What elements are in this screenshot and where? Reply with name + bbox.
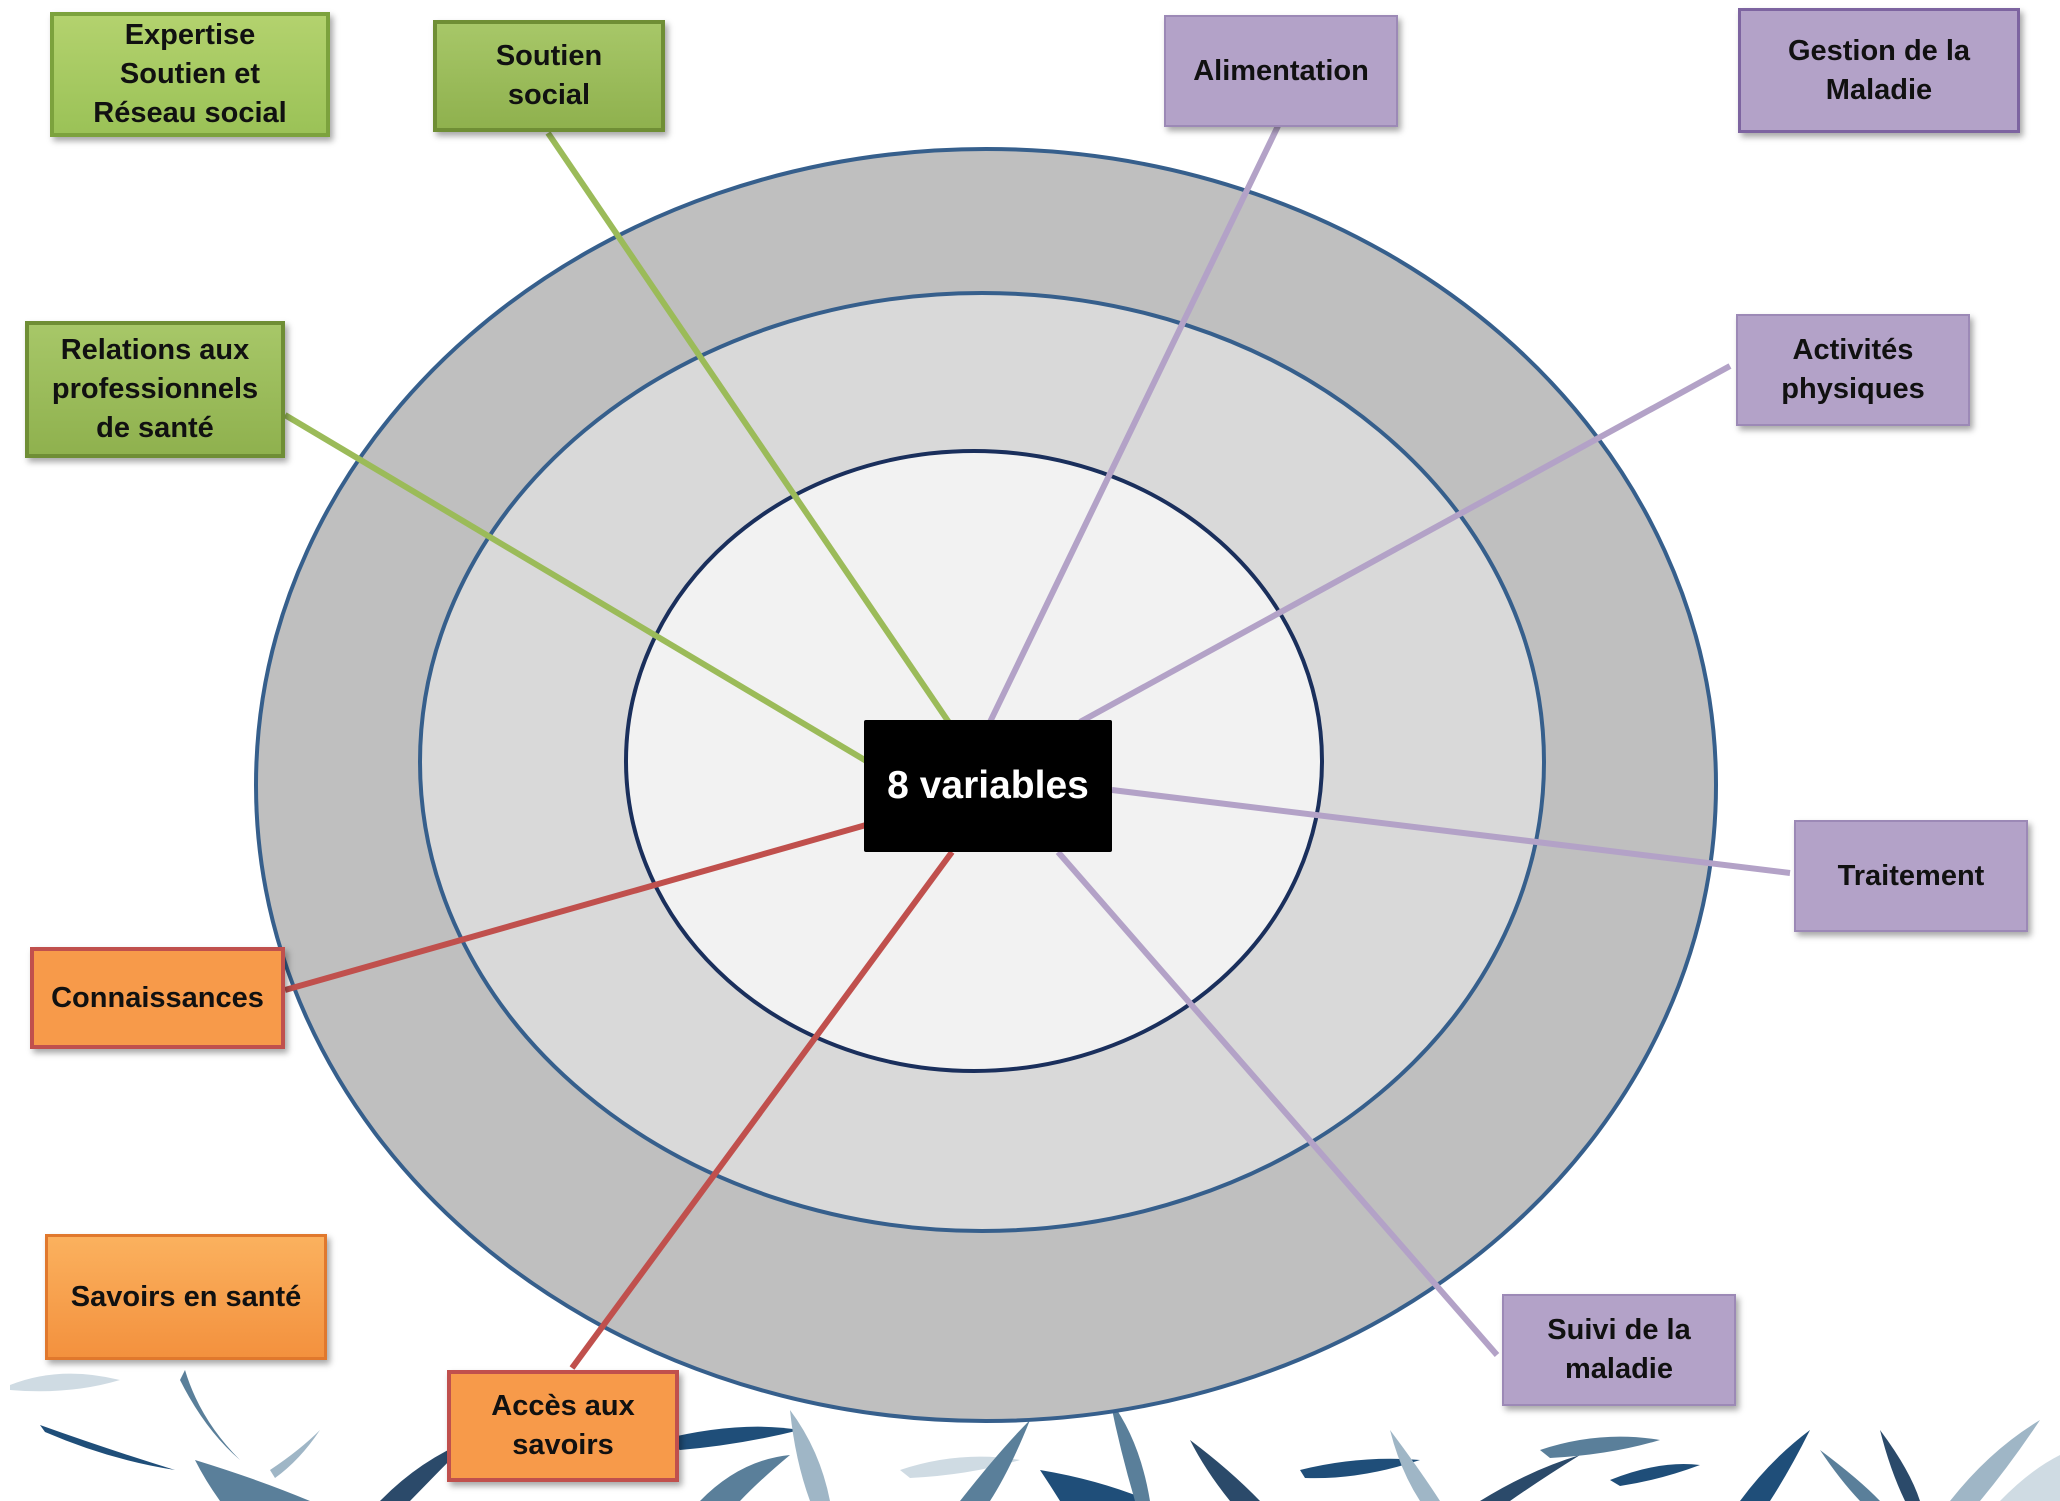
variable-connaissances: Connaissances [30, 947, 285, 1049]
category-gestion-maladie: Gestion de la Maladie [1738, 8, 2020, 133]
category-expertise-soutien: Expertise Soutien et Réseau social [50, 12, 330, 137]
variable-soutien-social: Soutien social [433, 20, 665, 132]
connector-traitement [1111, 787, 1791, 876]
connector-suivi [1055, 850, 1500, 1357]
connector-soutien-social [545, 131, 953, 726]
variable-suivi-maladie: Suivi de la maladie [1502, 1294, 1736, 1406]
connector-relations [283, 412, 870, 765]
variable-acces-savoirs: Accès aux savoirs [447, 1370, 679, 1482]
connector-connaissances [284, 822, 867, 993]
connector-acces [569, 850, 955, 1370]
variable-activites-physiques: Activités physiques [1736, 314, 1970, 426]
center-box: 8 variables [864, 720, 1112, 852]
category-savoirs-sante: Savoirs en santé [45, 1234, 327, 1360]
variable-alimentation: Alimentation [1164, 15, 1398, 127]
connectors [283, 124, 1791, 1370]
connector-alimentation [987, 124, 1281, 724]
leaf-decoration [10, 1370, 2060, 1501]
variable-traitement: Traitement [1794, 820, 2028, 932]
variable-relations-professionnels: Relations aux professionnels de santé [25, 321, 285, 458]
connector-activites [1078, 363, 1732, 725]
